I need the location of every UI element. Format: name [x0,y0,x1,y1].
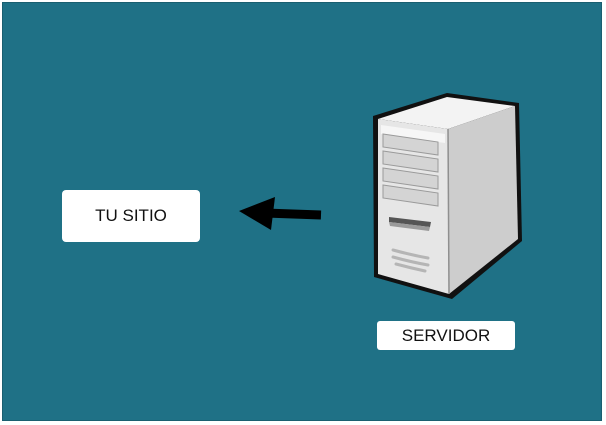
arrow-left-icon [239,197,322,230]
site-label-box: TU SITIO [62,190,200,242]
site-label: TU SITIO [95,206,167,225]
server-label: SERVIDOR [401,325,491,345]
diagram-canvas: TU SITIO [2,2,602,421]
diagram-graphics [239,93,522,299]
server-label-box: SERVIDOR [377,321,515,350]
server-tower-icon [373,93,522,299]
